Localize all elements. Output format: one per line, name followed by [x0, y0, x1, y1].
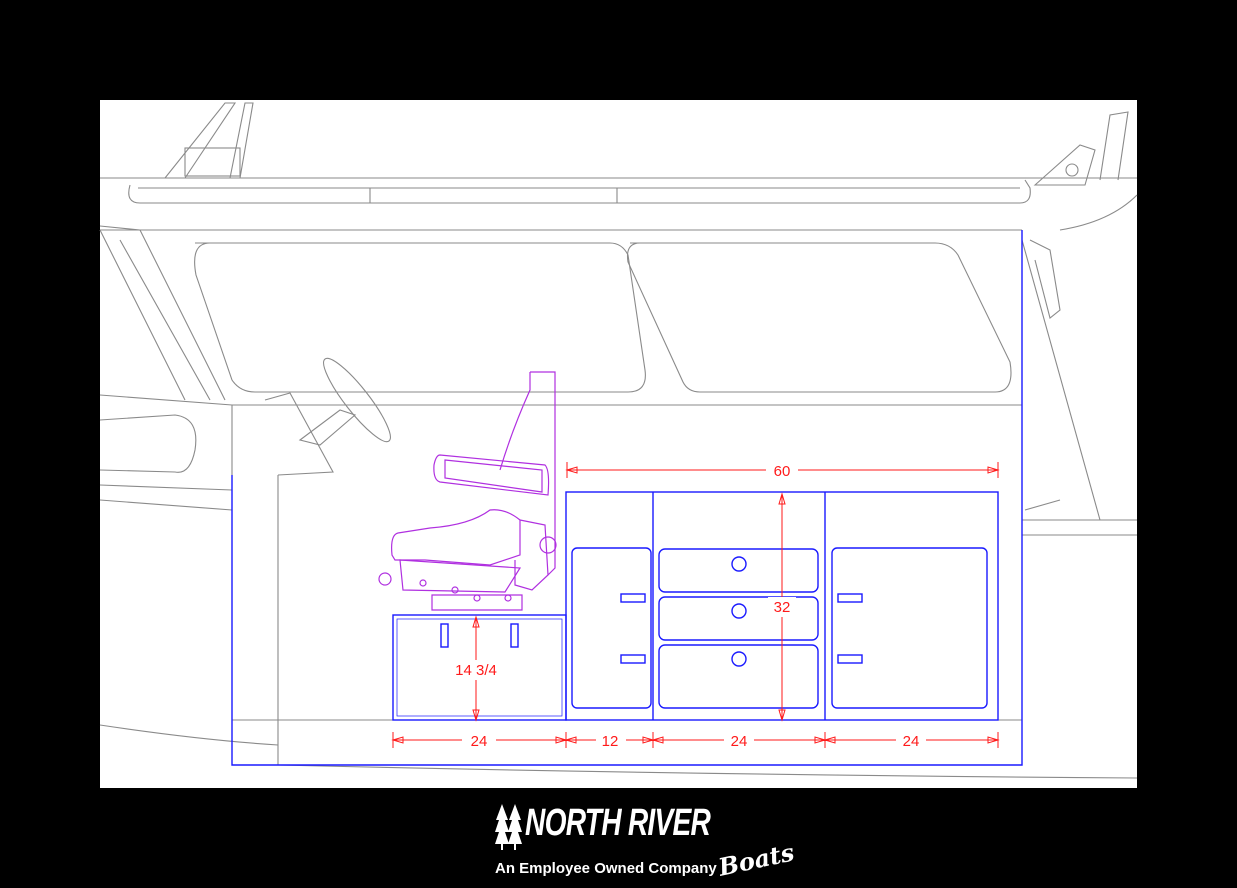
drawer-2 [658, 596, 819, 641]
dim-door-right-width: 24 [903, 733, 920, 750]
drawer-1 [658, 548, 819, 593]
dim-drawers-width: 24 [731, 733, 748, 750]
dim-cabinet-height: 32 [774, 599, 791, 616]
cabinet-door-left [571, 547, 652, 709]
drawing-canvas [100, 100, 1137, 788]
boat-hull-outline [99, 102, 1138, 779]
drawer-3 [658, 644, 819, 709]
dim-door-left-width: 12 [602, 733, 619, 750]
cabinetry [231, 230, 1023, 766]
helm-seat [378, 371, 557, 611]
dim-seat-box-height: 14 3/4 [455, 662, 497, 679]
dim-cabinet-width: 60 [774, 463, 791, 480]
logo-tagline: An Employee Owned Company [495, 860, 717, 877]
pine-trees-icon [495, 804, 522, 850]
north-river-logo: NORTH RIVER An Employee Owned Company Bo… [495, 800, 797, 888]
cabinet-door-right [831, 547, 988, 709]
logo-name: NORTH RIVER [525, 802, 711, 844]
steering-wheel [298, 357, 391, 446]
dimension-lines: 60 32 14 3/4 24 12 24 24 [391, 460, 1000, 750]
logo-boats-script: Boats [715, 837, 797, 882]
dim-seat-box-width: 24 [471, 733, 488, 750]
